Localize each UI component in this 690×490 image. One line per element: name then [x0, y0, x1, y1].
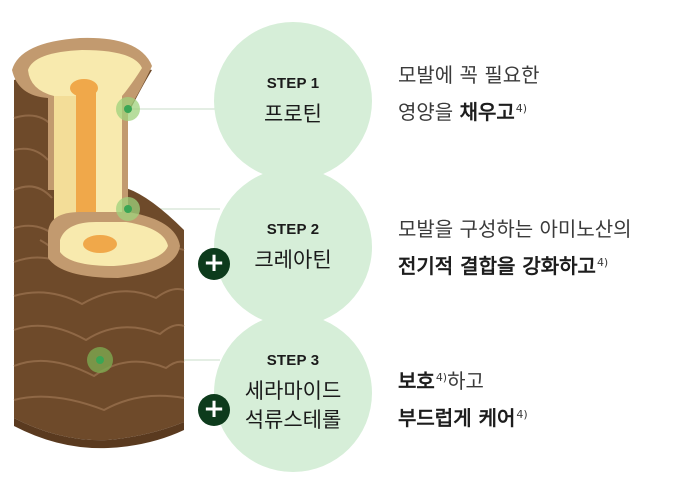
plus-icon-step-3: + [198, 394, 230, 426]
step-1-desc-line-2: 영양을 채우고4) [398, 100, 528, 124]
step-2-desc-line-2: 전기적 결합을 강화하고4) [398, 246, 632, 283]
marker-protein [116, 97, 140, 121]
step-3-desc-line-2: 부드럽게 케어4) [398, 398, 528, 435]
step-3-desc-emphasis-1: 보호 [398, 369, 435, 393]
plus-icon-step-2: + [198, 248, 230, 280]
step-3-circle: STEP 3 세라마이드 석류스테롤 [214, 314, 372, 472]
step-3-name-line-2: 석류스테롤 [244, 407, 342, 432]
step-1-desc-line-1: 모발에 꼭 필요한 [398, 63, 540, 87]
footnote-ref: 4) [596, 256, 609, 269]
hair-cross-section-bottom [48, 212, 180, 278]
marker-ceramide [87, 347, 113, 373]
step-2-desc-line-1: 모발을 구성하는 아미노산의 [398, 217, 632, 241]
step-2-name: 크레아틴 [254, 247, 332, 272]
footnote-ref: 4) [516, 408, 528, 421]
step-3-description: 보호4)하고 부드럽게 케어4) [398, 361, 528, 435]
footnote-ref: 4) [435, 371, 448, 384]
step-2-desc-emphasis: 전기적 결합을 강화하고 [398, 254, 596, 278]
step-2-description: 모발을 구성하는 아미노산의 전기적 결합을 강화하고4) [398, 212, 632, 283]
step-2-circle: STEP 2 크레아틴 [214, 168, 372, 326]
step-3-label: STEP 3 [266, 351, 320, 369]
step-1-label: STEP 1 [266, 74, 320, 92]
step-3-name-line-1: 세라마이드 [244, 378, 342, 403]
step-2-label: STEP 2 [266, 220, 320, 238]
step-1-description: 모발에 꼭 필요한 영양을 채우고4) [398, 58, 540, 129]
hair-longitudinal-cut [54, 88, 128, 248]
step-3-desc-emphasis-2: 부드럽게 케어 [398, 406, 516, 430]
marker-creatine [116, 197, 140, 221]
step-1-name: 프로틴 [264, 101, 322, 126]
step-1-desc-emphasis: 채우고 [459, 100, 515, 124]
footnote-ref: 4) [515, 102, 528, 115]
step-1-circle: STEP 1 프로틴 [214, 22, 372, 180]
step-3-desc-line-1: 보호4)하고 [398, 369, 484, 393]
